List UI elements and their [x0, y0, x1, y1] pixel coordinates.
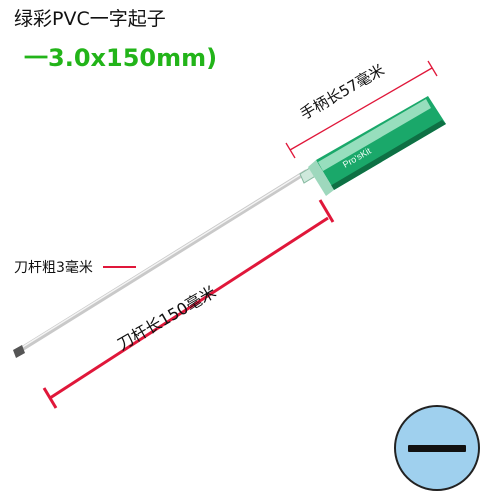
screwdriver-handle: Pro'sKit	[308, 96, 446, 196]
product-title: 绿彩PVC一字起子	[14, 8, 166, 30]
slot-bar	[408, 445, 466, 452]
product-spec: 一3.0x150mm)	[24, 44, 218, 72]
screwdriver-tip	[13, 345, 25, 358]
handle-length-dimension	[285, 60, 438, 159]
screwdriver-shaft	[17, 169, 309, 353]
slotted-screwdriver-tip-icon	[394, 405, 480, 491]
shaft-length-dimension	[42, 199, 335, 409]
blade-thickness-label: 刀杆粗3毫米	[14, 260, 93, 276]
